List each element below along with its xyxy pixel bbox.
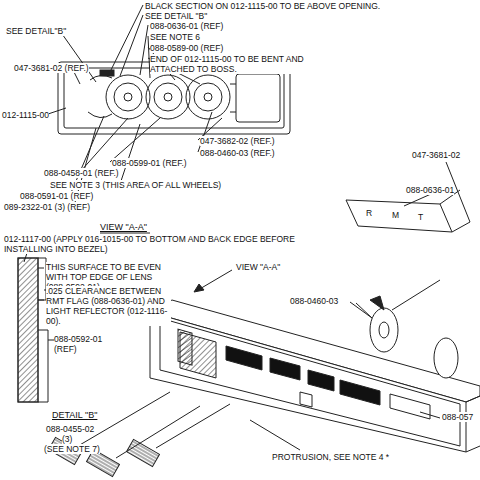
part-number: 047-3681-02 (REF.) <box>14 63 89 73</box>
view-title: VIEW "A-A" <box>100 222 147 232</box>
view-arrow-label: VIEW "A-A" <box>236 262 280 272</box>
part-number: 088-0458-01 (REF.) <box>44 168 119 178</box>
flag-letter: M <box>392 210 399 220</box>
detail-title: DETAIL "B" <box>52 410 97 420</box>
flag-letter: R <box>366 208 372 218</box>
part-number: 088-0589-00 (REF) <box>150 43 223 53</box>
flag-letter: T <box>418 212 423 222</box>
part-number: 047-3682-02 (REF.) <box>200 136 275 146</box>
note-text: SEE NOTE 6 <box>150 32 200 42</box>
part-number: 088-057 <box>442 412 473 422</box>
part-number: 047-3681-02 <box>412 150 460 160</box>
callout-number: (3) <box>62 434 72 444</box>
part-number: 088-0455-02 <box>46 424 94 434</box>
part-number: 088-0460-03 <box>290 296 338 306</box>
note-text: 012-1117-00 (APPLY 016-1015-00 TO BOTTOM… <box>4 234 334 254</box>
note-text: PROTRUSION, SEE NOTE 4 * <box>272 452 389 462</box>
part-number: 088-0591-01 (REF) <box>20 191 93 201</box>
note-text: SEE DETAIL "B" <box>145 11 207 21</box>
note-text: SEE NOTE 3 (THIS AREA OF ALL WHEELS) <box>50 180 221 190</box>
note-text: (SEE NOTE 7) <box>44 444 100 454</box>
part-number: 088-0636-01 <box>406 185 454 195</box>
part-number: 088-0636-01 (REF) <box>150 21 223 31</box>
part-number: 012-1115-00 <box>2 110 49 120</box>
part-number: 088-0599-01 (REF.) <box>112 158 187 168</box>
part-number: 088-0592-01 (REF) <box>54 334 116 354</box>
note-text: .025 CLEARANCE BETWEEN RMT FLAG (088-063… <box>46 286 171 326</box>
part-number: 089-2322-01 (3) (REF) <box>4 202 90 212</box>
note-text: END OF 012-1115-00 TO BE BENT AND ATTACH… <box>150 54 320 74</box>
part-number: 088-0460-03 (REF.) <box>200 148 275 158</box>
note-text: BLACK SECTION ON 012-1115-00 TO BE ABOVE… <box>145 1 380 11</box>
note-text: SEE DETAIL"B" <box>6 26 66 36</box>
